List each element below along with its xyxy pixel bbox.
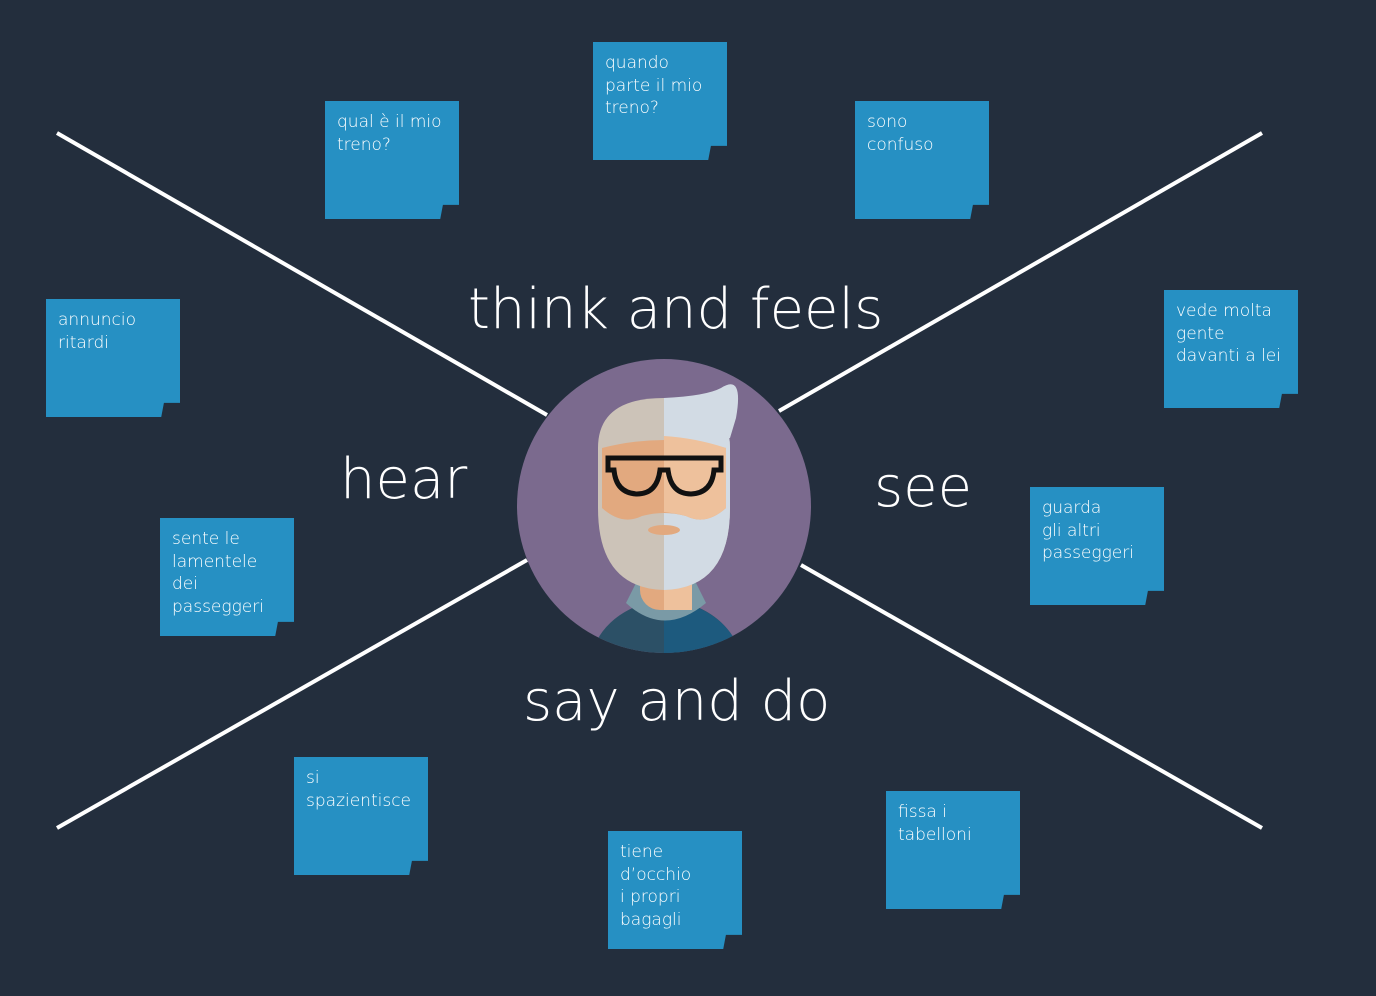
sticky-note[interactable]: guarda gli altri passeggeri — [1030, 487, 1164, 605]
divider-top-right — [778, 131, 1263, 413]
sticky-note[interactable]: sono confuso — [855, 101, 989, 219]
quadrant-label-say-and-do: say and do — [523, 669, 831, 734]
quadrant-label-see: see — [874, 455, 973, 520]
sticky-note[interactable]: quando parte il mio treno? — [593, 42, 727, 160]
quadrant-label-think-and-feels: think and feels — [468, 277, 884, 342]
divider-bottom-right — [800, 563, 1263, 830]
divider-top-left — [56, 131, 548, 417]
sticky-note[interactable]: tiene d’occhio i propri bagagli — [608, 831, 742, 949]
sticky-note[interactable]: si spazientisce — [294, 757, 428, 875]
sticky-note[interactable]: sente le lamentele dei passeggeri — [160, 518, 294, 636]
sticky-note[interactable]: annuncio ritardi — [46, 299, 180, 417]
quadrant-label-hear: hear — [340, 447, 468, 512]
sticky-note[interactable]: fissa i tabelloni — [886, 791, 1020, 909]
sticky-note[interactable]: qual è il mio treno? — [325, 101, 459, 219]
divider-bottom-left — [56, 558, 528, 830]
sticky-note[interactable]: vede molta gente davanti a lei — [1164, 290, 1298, 408]
persona-avatar — [517, 359, 811, 653]
